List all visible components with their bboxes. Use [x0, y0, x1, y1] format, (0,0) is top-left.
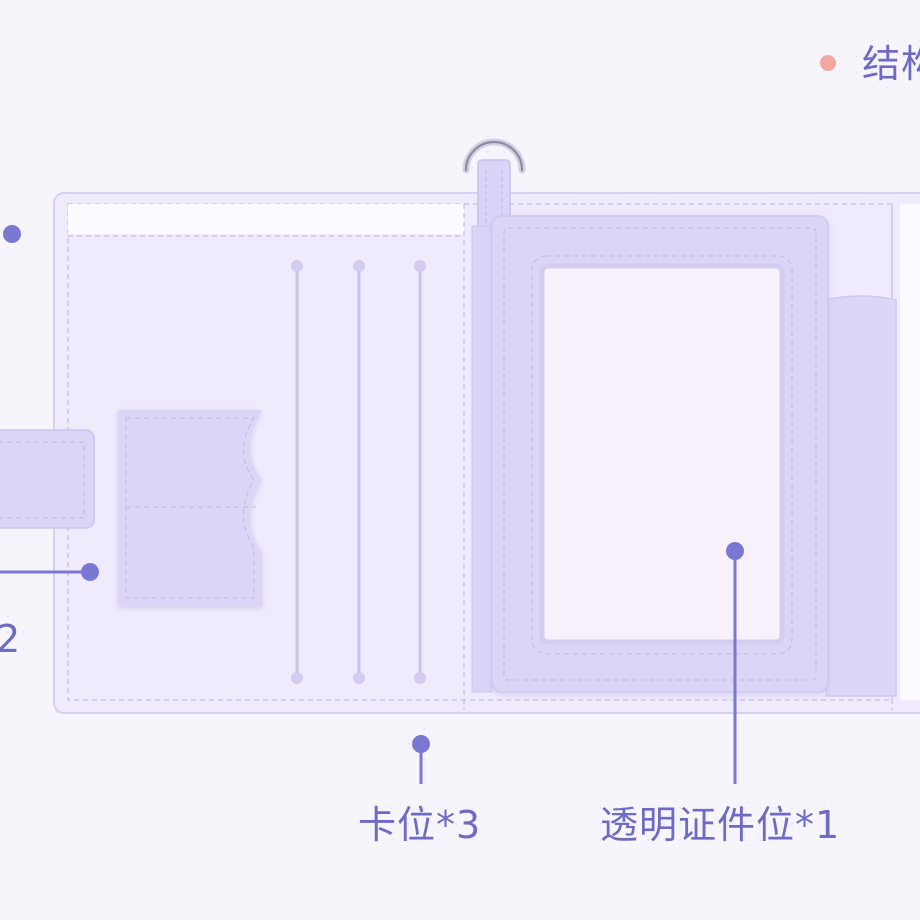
- card-slot-2: [353, 260, 365, 684]
- callout-dot-left: [81, 563, 99, 581]
- callout-label-id-window: 透明证件位*1: [600, 803, 841, 847]
- card-slot-1: [291, 260, 303, 684]
- legend-dot: [820, 55, 836, 71]
- snap-tab: [0, 429, 95, 529]
- back-pocket: [825, 295, 897, 697]
- callout-label-card-slots: 卡位*3: [358, 803, 482, 847]
- coin-pocket: [118, 410, 262, 606]
- legend-label: 结构: [862, 42, 920, 86]
- id-window: [539, 263, 785, 645]
- callout-label-left: 2: [0, 617, 22, 661]
- top-pocket-band: [68, 204, 464, 234]
- card-slot-3: [414, 260, 426, 684]
- callout-dot-top-left: [3, 225, 21, 243]
- right-edge-strip: [900, 204, 920, 700]
